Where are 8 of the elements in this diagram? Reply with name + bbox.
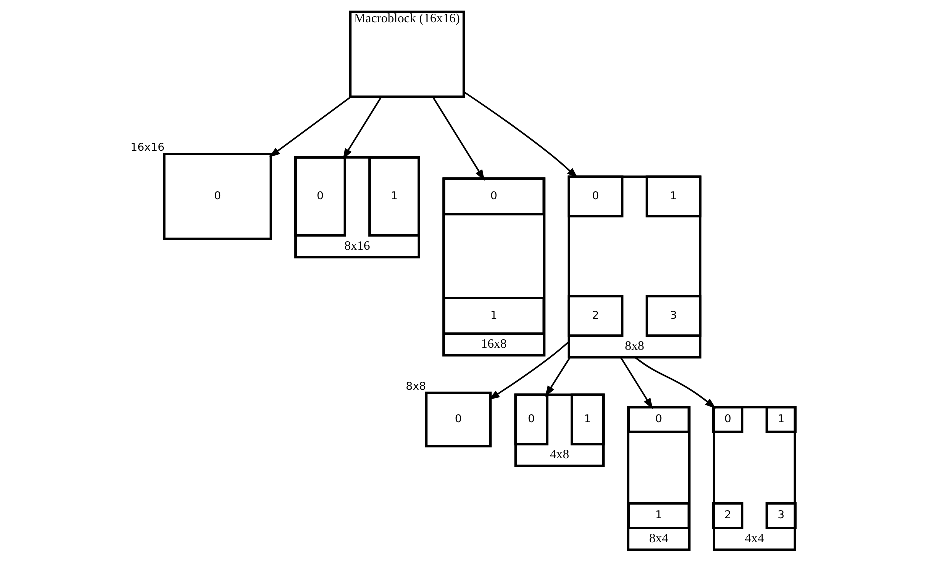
node-label: 4x8 xyxy=(550,448,570,462)
node-label: 8x8 xyxy=(406,380,426,393)
node-label: 8x16 xyxy=(344,238,370,253)
node-label: 8x8 xyxy=(625,339,644,354)
node-label: 16x8 xyxy=(481,337,507,352)
node-label: 8x4 xyxy=(649,531,669,546)
node-label: 16x16 xyxy=(130,141,165,154)
node-label: 4x4 xyxy=(745,531,764,546)
